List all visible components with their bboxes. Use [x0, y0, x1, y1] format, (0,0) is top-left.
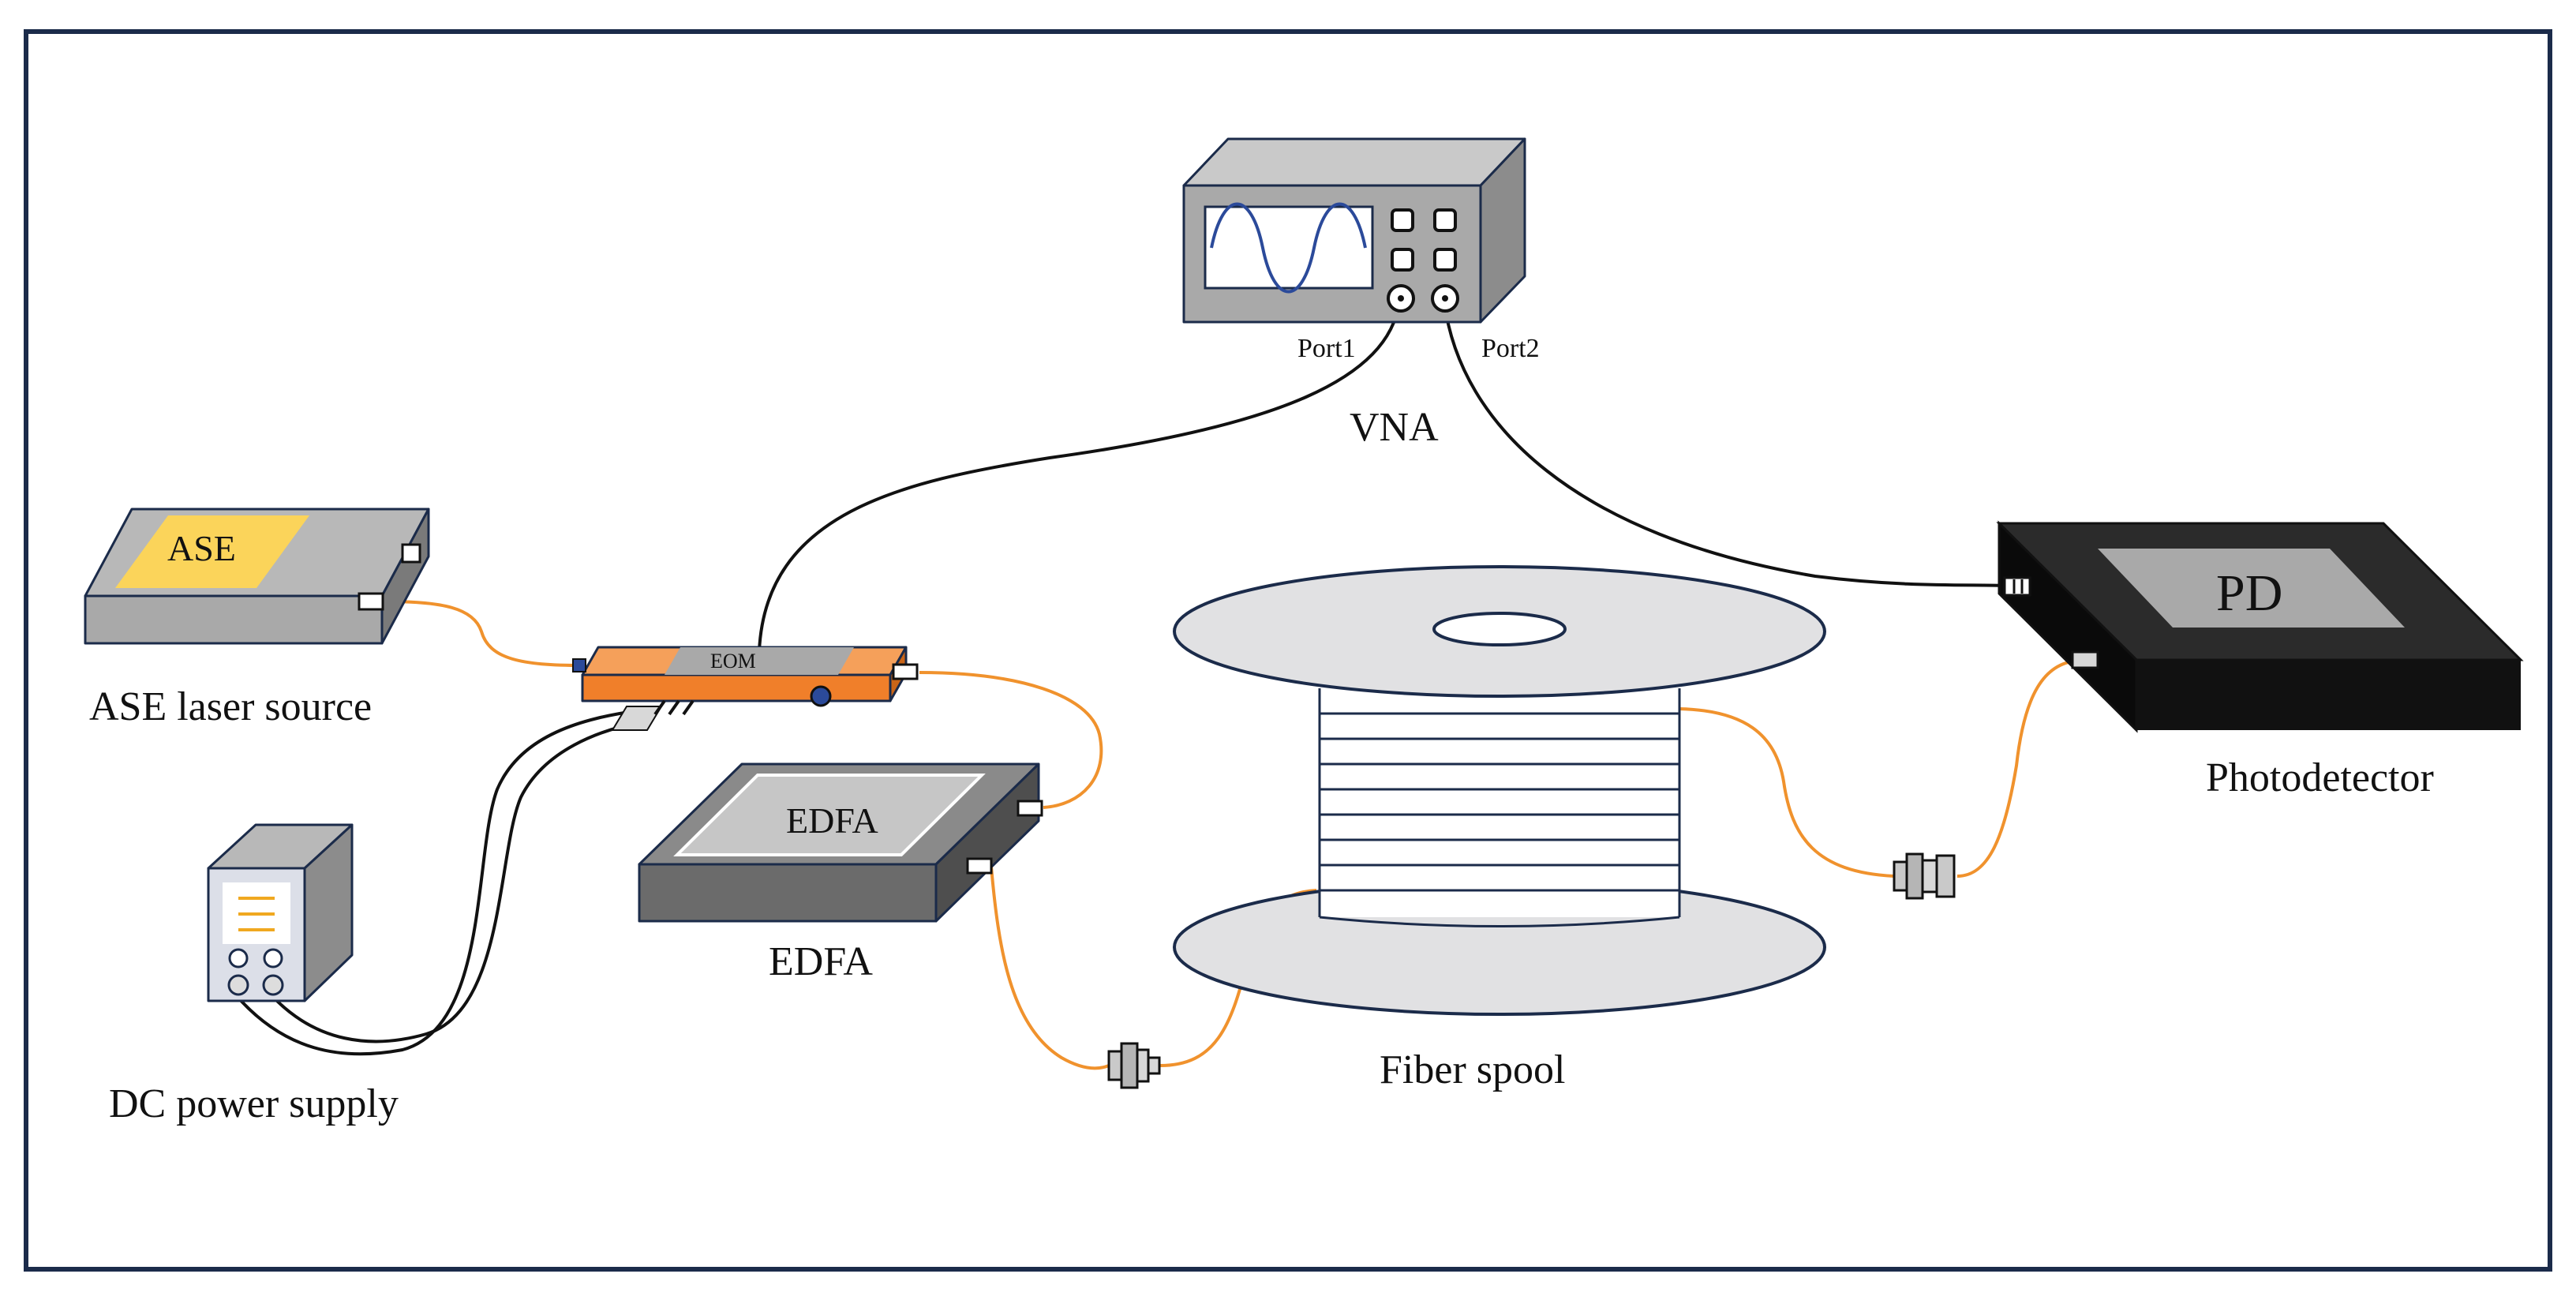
fiber-ase-to-eom	[384, 600, 583, 667]
ase-yellow-panel	[115, 515, 309, 588]
dc-terminal	[262, 974, 284, 996]
vna-sine-wave-icon	[1210, 202, 1367, 294]
eom-modulator: EOM	[572, 646, 919, 731]
pd-panel	[2098, 549, 2405, 628]
vna-button	[1433, 208, 1457, 232]
eom-input-connector	[572, 658, 586, 672]
edfa-panel-label: EDFA	[786, 800, 878, 841]
vna-port2-label: Port2	[1481, 334, 1540, 363]
spool-caption: Fiber spool	[1380, 1047, 1565, 1092]
pd-caption: Photodetector	[2206, 755, 2434, 800]
cable-dc-to-eom-b	[271, 721, 642, 1043]
edfa-caption: EDFA	[769, 939, 873, 984]
spool-hub-hole	[1432, 612, 1567, 646]
vna-label: VNA	[1350, 405, 1439, 450]
fiber-spool-to-connector	[1679, 707, 1895, 878]
edfa-front-face	[638, 863, 938, 923]
pd-panel-label: PD	[2216, 564, 2282, 622]
dc-knob	[263, 948, 283, 968]
vna-button	[1391, 208, 1414, 232]
eom-gray-band	[665, 647, 854, 675]
photodetector: PD	[1996, 520, 2524, 733]
ase-output-connector	[358, 592, 384, 611]
spool-core	[1320, 688, 1679, 917]
edfa-output-connector	[966, 857, 993, 875]
vna-instrument	[1182, 137, 1526, 324]
eom-output-connector	[892, 663, 919, 680]
ase-laser-source: ASE	[84, 508, 430, 645]
fiber-spool	[1173, 565, 1826, 1016]
ase-caption: ASE laser source	[89, 684, 372, 729]
eom-rf-input	[810, 685, 832, 707]
edfa-input-connector	[1017, 800, 1043, 817]
dc-caption: DC power supply	[109, 1081, 399, 1126]
vna-port1-label: Port1	[1297, 334, 1356, 363]
cable-dc-to-eom-a	[235, 709, 640, 1056]
ase-rear-connector	[401, 543, 421, 564]
eom-bias-plug	[611, 706, 663, 731]
rf-cables	[235, 301, 2005, 1056]
vna-top-face	[1182, 137, 1526, 187]
cable-port1-to-eom	[758, 301, 1401, 652]
edfa-amplifier: EDFA	[638, 762, 1043, 923]
fiber-edfa-to-connector	[990, 866, 1110, 1070]
eom-label: EOM	[710, 650, 756, 672]
eom-front-face	[581, 673, 892, 702]
dc-terminal	[227, 974, 249, 996]
diagram-frame	[24, 29, 2552, 1272]
fiber-connector	[1893, 852, 1956, 900]
pd-front-face	[2136, 660, 2521, 730]
ase-panel-label: ASE	[167, 528, 236, 568]
pd-rf-connector	[2003, 576, 2031, 597]
vna-screen	[1204, 205, 1374, 290]
fiber-connector	[1107, 1042, 1161, 1089]
fiber-connector-to-pd	[1956, 659, 2079, 878]
fiber-eom-to-edfa	[919, 671, 1103, 809]
edfa-panel	[673, 774, 986, 856]
pd-optical-input	[2071, 650, 2099, 669]
vna-button	[1391, 248, 1414, 272]
dc-knob	[228, 948, 249, 968]
vna-button	[1433, 248, 1457, 272]
dc-power-supply	[207, 823, 354, 1002]
cable-port2-to-pd	[1443, 301, 2005, 587]
ase-front-face	[84, 594, 384, 645]
